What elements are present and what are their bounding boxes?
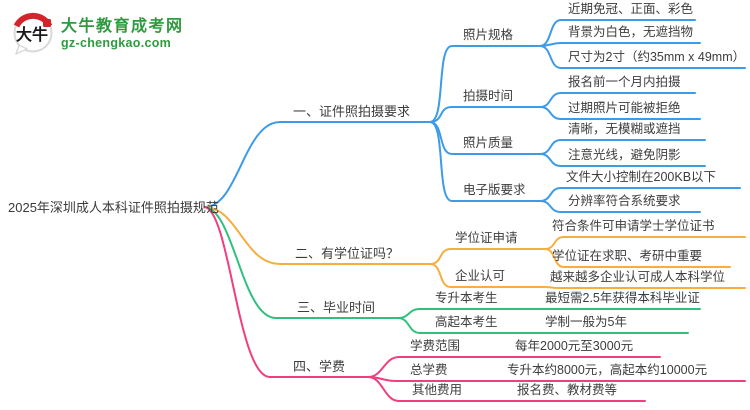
mindmap-root-topic: 2025年深圳成人本科证件照拍摄规范 [8, 200, 219, 215]
site-logo: 大牛 大牛教育成考网 gz-chengkao.com [10, 11, 184, 57]
topic-graduation-time: 三、毕业时间 [297, 300, 376, 315]
leaf-photo-spec-size: 尺寸为2寸（约35mm x 49mm） [568, 50, 746, 64]
subtopic-employer-recognition: 企业认可 [455, 269, 506, 283]
subtopic-total-tuition: 总学费 [410, 363, 448, 377]
topic-photo-requirements: 一、证件照拍摄要求 [293, 104, 411, 119]
leaf-quality-clear: 清晰，无模糊或遮挡 [568, 122, 681, 136]
topic-tuition: 四、学费 [293, 359, 346, 374]
leaf-digital-resolution: 分辨率符合系统要求 [568, 194, 681, 208]
subtopic-photo-quality: 照片质量 [463, 136, 514, 150]
site-name: 大牛教育成考网 [61, 18, 184, 35]
logo-icon-text: 大牛 [16, 25, 48, 44]
subtopic-digital-requirements: 电子版要求 [463, 183, 526, 197]
leaf-employer-recognition: 越来越多企业认可成人本科学位 [550, 270, 726, 284]
subtopic-gaoqiben: 高起本考生 [435, 315, 498, 329]
topic-degree-question: 二、有学位证吗？ [295, 246, 400, 261]
leaf-zhuanshengben-duration: 最短需2.5年获得本科毕业证 [545, 291, 700, 305]
subtopic-other-fees: 其他费用 [412, 383, 463, 397]
leaf-degree-importance: 学位证在求职、考研中重要 [552, 249, 703, 263]
leaf-shoot-time-expired: 过期照片可能被拒绝 [568, 101, 681, 115]
site-url: gz-chengkao.com [61, 36, 172, 50]
leaf-digital-filesize: 文件大小控制在200KB以下 [566, 170, 717, 184]
leaf-gaoqiben-duration: 学制一般为5年 [545, 315, 627, 329]
subtopic-zhuanshengben: 专升本考生 [435, 291, 498, 305]
leaf-total-tuition-value: 专升本约8000元，高起本约10000元 [507, 363, 708, 377]
leaf-photo-spec-recent: 近期免冠、正面、彩色 [568, 2, 694, 16]
subtopic-degree-application: 学位证申请 [455, 231, 518, 245]
leaf-quality-lighting: 注意光线，避免阴影 [568, 148, 681, 162]
subtopic-photo-specs: 照片规格 [463, 28, 514, 42]
leaf-photo-spec-background: 背景为白色，无遮挡物 [568, 25, 694, 39]
daniu-logo-icon: 大牛 [13, 12, 53, 55]
subtopic-shoot-time: 拍摄时间 [463, 89, 514, 103]
leaf-degree-apply-condition: 符合条件可申请学士学位证书 [552, 219, 715, 233]
subtopic-tuition-range: 学费范围 [410, 339, 461, 353]
leaf-tuition-range-value: 每年2000元至3000元 [515, 339, 634, 353]
leaf-shoot-time-window: 报名前一个月内拍摄 [568, 75, 681, 89]
leaf-other-fees-value: 报名费、教材费等 [517, 383, 618, 397]
